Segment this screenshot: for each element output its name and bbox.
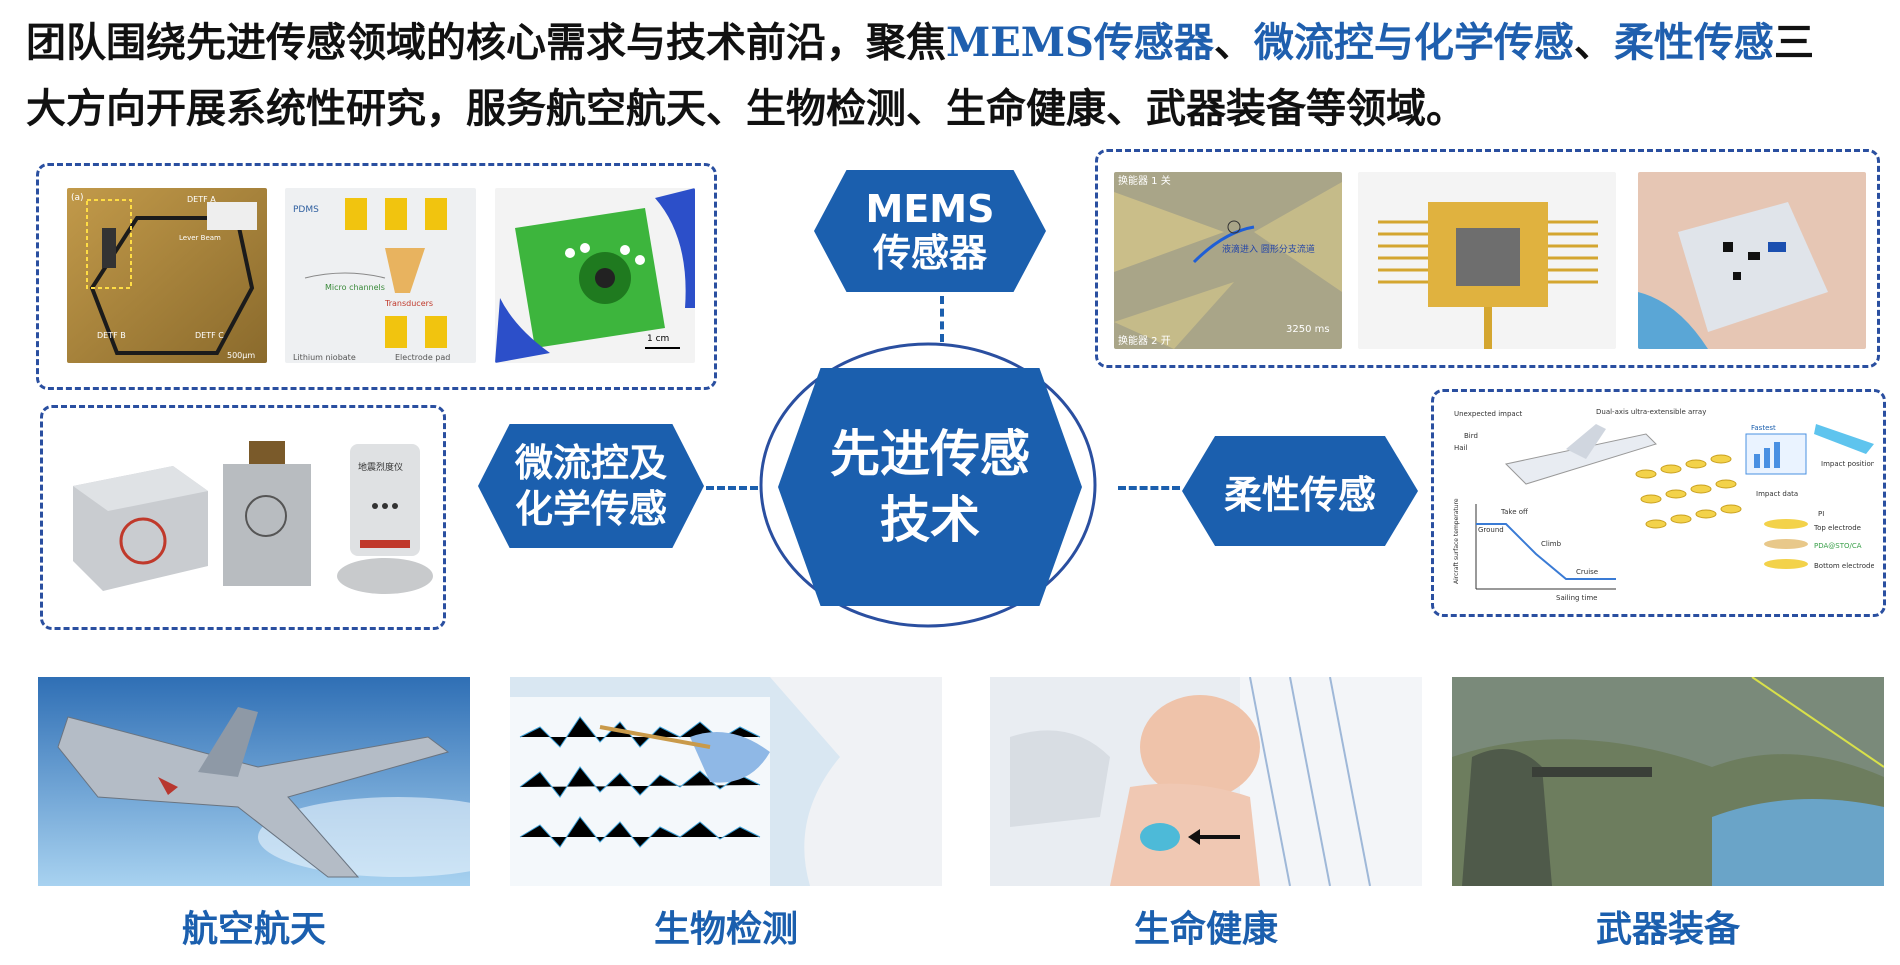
green-sensor-chip-image: 1 cm bbox=[495, 188, 695, 363]
droplet-channel-image: 换能器 1 关 液滴进入 圆形分支流道 换能器 2 开 3250 ms bbox=[1114, 172, 1342, 349]
chip-scale: 1 cm bbox=[647, 334, 669, 344]
pdms-label: PDMS bbox=[293, 205, 319, 215]
aerospace-label: 航空航天 bbox=[181, 909, 326, 950]
label-surface-temp: Aircraft surface temperature bbox=[1453, 498, 1460, 584]
droplet-label: 液滴进入 圆形分支流道 bbox=[1222, 243, 1315, 255]
lifehealth-label: 生命健康 bbox=[1133, 909, 1278, 950]
label-impact-data: Impact data bbox=[1756, 490, 1798, 498]
mems-line-2: 传感器 bbox=[872, 231, 987, 275]
flexible-array-diagram: Unexpected impact Bird Hail Dual-axis ul… bbox=[1446, 404, 1874, 604]
microfluidic-hexagon: 微流控及 化学传感 bbox=[478, 424, 704, 548]
biodetection-label: 生物检测 bbox=[653, 909, 798, 950]
highlight-flexible: 柔性传感 bbox=[1613, 19, 1774, 66]
label-unexpected: Unexpected impact bbox=[1454, 410, 1523, 418]
label-pda: PDA@STO/CA bbox=[1814, 542, 1862, 550]
label-takeoff: Take off bbox=[1500, 508, 1528, 516]
mems-hexagon: MEMS 传感器 bbox=[814, 170, 1046, 292]
seismometer-label: 地震烈度仪 bbox=[358, 461, 403, 473]
label-hail: Hail bbox=[1454, 444, 1467, 452]
aerospace-image bbox=[38, 677, 470, 886]
center-line-1: 先进传感 bbox=[830, 425, 1030, 483]
linbo-label: Lithium niobate bbox=[293, 353, 356, 362]
label-array: Dual-axis ultra-extensible array bbox=[1596, 408, 1706, 416]
panel-flexible: Unexpected impact Bird Hail Dual-axis ul… bbox=[1431, 389, 1886, 617]
seismometer-image: 地震烈度仪 bbox=[330, 436, 435, 601]
time-label: 3250 ms bbox=[1286, 324, 1330, 335]
intro-sep: 、 bbox=[1213, 19, 1254, 66]
detf-label-lever: Lever Beam bbox=[179, 234, 221, 242]
micro-line-1: 微流控及 bbox=[514, 441, 667, 485]
pdms-chip-image: PDMS Micro channels Transducers Lithium … bbox=[285, 188, 476, 363]
connector-mems bbox=[940, 296, 944, 342]
skin-patch-image bbox=[1638, 172, 1866, 349]
mems-line-1: MEMS bbox=[865, 187, 995, 231]
flex-label: 柔性传感 bbox=[1223, 472, 1376, 517]
sensor-box-device-image bbox=[63, 446, 213, 596]
label-pi: PI bbox=[1818, 510, 1824, 518]
electrode-pad-label: Electrode pad bbox=[395, 353, 450, 362]
lifehealth-image bbox=[990, 677, 1422, 886]
cylinder-sensor-image bbox=[211, 436, 323, 596]
transducers-label: Transducers bbox=[384, 299, 433, 308]
label-fastest: Fastest bbox=[1751, 424, 1776, 432]
weaponry-label: 武器装备 bbox=[1595, 909, 1740, 950]
connector-micro bbox=[706, 486, 758, 490]
label-top-electrode: Top electrode bbox=[1813, 524, 1861, 532]
channels-label: Micro channels bbox=[325, 283, 385, 292]
transducer1-label: 换能器 1 关 bbox=[1118, 174, 1171, 187]
panel-mems-right: 换能器 1 关 液滴进入 圆形分支流道 换能器 2 开 3250 ms bbox=[1095, 149, 1880, 368]
detf-label-c: DETF C bbox=[195, 331, 224, 340]
center-line-2: 技术 bbox=[880, 491, 980, 549]
panel-mems-left: (a) DETF A Lever Beam DETF B DETF C 500μ… bbox=[36, 163, 717, 390]
intro-sep: 、 bbox=[1573, 19, 1614, 66]
flexible-hexagon: 柔性传感 bbox=[1182, 436, 1418, 546]
transducer2-label: 换能器 2 开 bbox=[1118, 334, 1171, 347]
label-bottom-electrode: Bottom electrode bbox=[1814, 562, 1874, 570]
label-cruise: Cruise bbox=[1576, 568, 1598, 576]
detf-resonator-image: (a) DETF A Lever Beam DETF B DETF C 500μ… bbox=[67, 188, 267, 363]
biodetection-image bbox=[510, 677, 942, 886]
detf-label-a: DETF A bbox=[187, 195, 216, 204]
label-sailing-time: Sailing time bbox=[1556, 594, 1598, 602]
label-positioning: Impact positioning bbox=[1821, 460, 1874, 468]
gold-package-image bbox=[1358, 172, 1616, 349]
weaponry-image bbox=[1452, 677, 1884, 886]
intro-text: 三 bbox=[1773, 19, 1814, 66]
micro-line-2: 化学传感 bbox=[514, 487, 667, 531]
intro-line-2: 大方向开展系统性研究，服务航空航天、生物检测、生命健康、武器装备等领域。 bbox=[26, 85, 1466, 132]
intro-text: 团队围绕先进传感领域的核心需求与技术前沿，聚焦 bbox=[26, 19, 946, 66]
label-ground: Ground bbox=[1478, 526, 1504, 534]
label-climb: Climb bbox=[1541, 540, 1562, 548]
panel-microfluidic: 地震烈度仪 bbox=[40, 405, 446, 630]
intro-paragraph: 团队围绕先进传感领域的核心需求与技术前沿，聚焦MEMS传感器、微流控与化学传感、… bbox=[26, 10, 1886, 142]
detf-tag: (a) bbox=[71, 193, 84, 203]
detf-scale: 500μm bbox=[227, 351, 255, 360]
intro-line-1: 团队围绕先进传感领域的核心需求与技术前沿，聚焦MEMS传感器、微流控与化学传感、… bbox=[26, 10, 1886, 76]
center-hexagon: 先进传感 技术 bbox=[778, 368, 1082, 606]
highlight-microfluidic: 微流控与化学传感 bbox=[1253, 19, 1574, 66]
detf-label-b: DETF B bbox=[97, 331, 126, 340]
connector-flex bbox=[1118, 486, 1180, 490]
label-bird: Bird bbox=[1464, 432, 1478, 440]
highlight-mems: MEMS传感器 bbox=[946, 19, 1214, 66]
